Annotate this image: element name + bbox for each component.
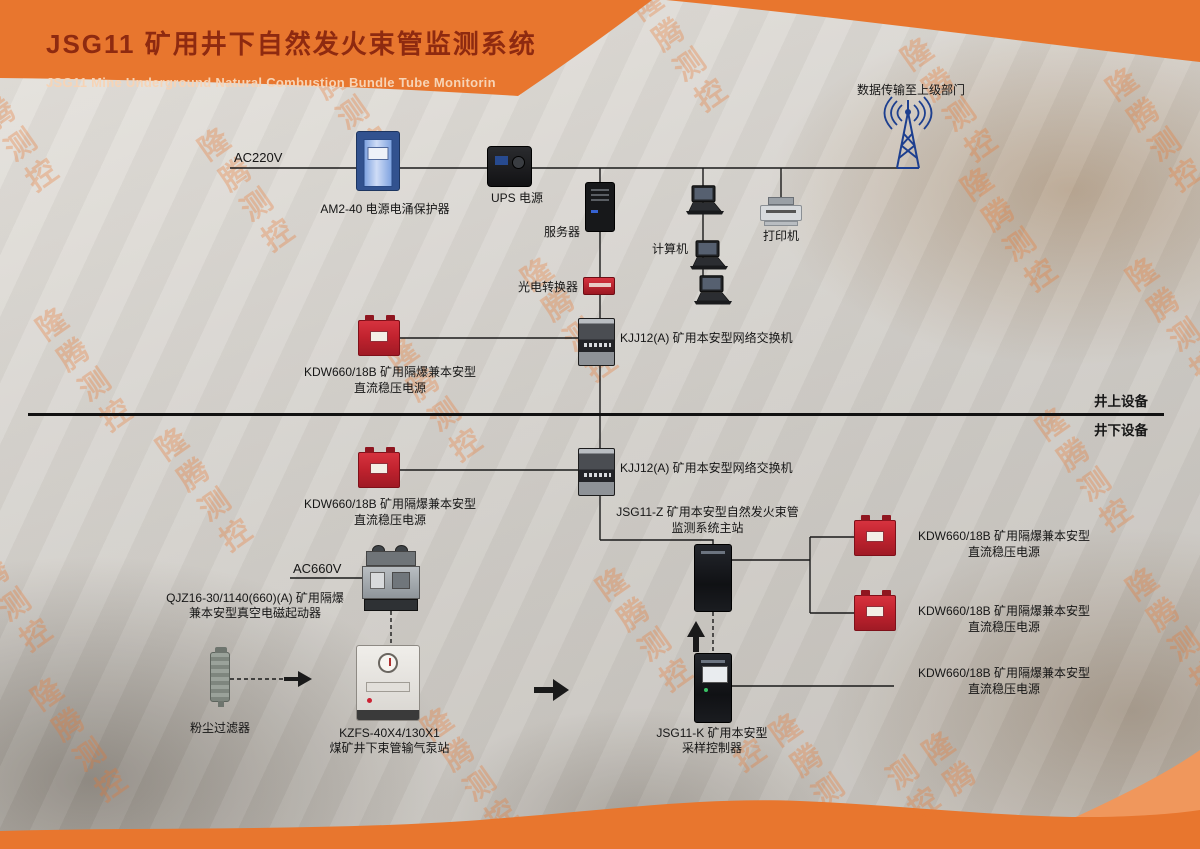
server-icon	[585, 182, 615, 232]
ups-label: UPS 电源	[490, 191, 543, 205]
dc-power-supply-right-3-label-2: 直流稳压电源	[967, 682, 1040, 696]
network-switch-underground-label: KJJ12(A) 矿用本安型网络交换机	[620, 461, 793, 475]
starter-top	[366, 551, 416, 566]
dust-filter-device	[210, 647, 230, 707]
optical-converter-device	[583, 277, 615, 295]
dc-power-supply-surface-label-1: KDW660/18B 矿用隔爆兼本安型	[303, 365, 477, 379]
dc-power-supply-right-1-device	[854, 515, 896, 556]
pump-base	[357, 710, 419, 720]
server-label: 服务器	[543, 225, 580, 239]
computer-label: 计算机	[651, 242, 688, 256]
network-switch-underground-device	[578, 448, 615, 496]
dc-power-supply-right-2-label-2: 直流稳压电源	[967, 620, 1040, 634]
network-switch-surface-label: KJJ12(A) 矿用本安型网络交换机	[620, 331, 793, 345]
dc-power-supply-surface-device	[358, 315, 400, 356]
network-switch-surface-device	[578, 318, 615, 366]
pump-station-label-2: 煤矿井下束管输气泵站	[329, 741, 450, 755]
dc-power-supply-right-2-label-1: KDW660/18B 矿用隔爆兼本安型	[917, 604, 1091, 618]
page-title: JSG11 矿用井下自然发火束管监测系统	[46, 29, 537, 59]
dc-power-supply-right-1-label-2: 直流稳压电源	[967, 545, 1040, 559]
dc-power-supply-underground-label-2: 直流稳压电源	[353, 513, 426, 527]
main-station-label-2: 监测系统主站	[671, 521, 744, 535]
printer-label: 打印机	[762, 229, 799, 243]
optical-converter-label: 光电转换器	[517, 280, 578, 294]
printer-slot	[766, 210, 796, 213]
starter-base	[364, 599, 418, 611]
printer-body	[760, 205, 802, 221]
magnetic-starter-label-1: QJZ16-30/1140(660)(A) 矿用隔爆	[166, 591, 344, 605]
antenna-icon	[883, 96, 933, 169]
starter-panel	[370, 572, 385, 589]
dc-power-supply-surface-label-2: 直流稳压电源	[353, 381, 426, 395]
underground-zone-label: 井下设备	[1094, 423, 1148, 438]
pump-station-cabinet	[356, 645, 420, 721]
dc-power-supply-underground-label-1: KDW660/18B 矿用隔爆兼本安型	[303, 497, 477, 511]
surface-underground-divider	[28, 413, 1164, 416]
dust-filter-label: 粉尘过滤器	[189, 721, 250, 735]
dc-power-supply-right-2-device	[854, 590, 896, 631]
pump-station-label-1: KZFS-40X4/130X1	[339, 726, 440, 740]
magnetic-starter-device	[362, 545, 420, 611]
ac660v-label: AC660V	[293, 561, 342, 576]
pump-gauge	[378, 653, 398, 673]
main-station-cabinet	[694, 544, 732, 612]
uplink-label: 数据传输至上级部门	[856, 83, 965, 97]
dc-power-supply-underground-device	[358, 447, 400, 488]
laptop-icon	[686, 185, 724, 215]
surface-zone-label: 井上设备	[1094, 394, 1148, 409]
magnetic-starter-label-2: 兼本安型真空电磁起动器	[188, 606, 321, 620]
surge-protector-device	[356, 131, 400, 191]
pump-indicator	[367, 698, 372, 703]
dc-power-supply-right-3-label-1: KDW660/18B 矿用隔爆兼本安型	[917, 666, 1091, 680]
ac220v-label: AC220V	[234, 150, 283, 165]
printer-top	[768, 197, 794, 205]
laptop-icon	[694, 275, 732, 305]
sampling-controller-cabinet	[694, 653, 732, 723]
printer-icon	[760, 197, 802, 227]
dc-power-supply-right-1-label-1: KDW660/18B 矿用隔爆兼本安型	[917, 529, 1091, 543]
printer-tray	[764, 221, 798, 226]
ups-device	[487, 146, 532, 187]
controller-led	[704, 688, 708, 692]
sampling-controller-label-1: JSG11-K 矿用本安型	[656, 726, 768, 740]
page-subtitle: JSG11 Mine Underground Natural Combustio…	[46, 75, 496, 90]
pump-panel	[366, 682, 410, 692]
starter-panel-dark	[392, 572, 410, 589]
sampling-controller-label-2: 采样控制器	[681, 741, 742, 755]
main-station-label-1: JSG11-Z 矿用本安型自然发火束管	[616, 505, 799, 519]
laptop-icon	[690, 240, 728, 270]
surge-protector-label: AM2-40 电源电涌保护器	[320, 202, 450, 216]
